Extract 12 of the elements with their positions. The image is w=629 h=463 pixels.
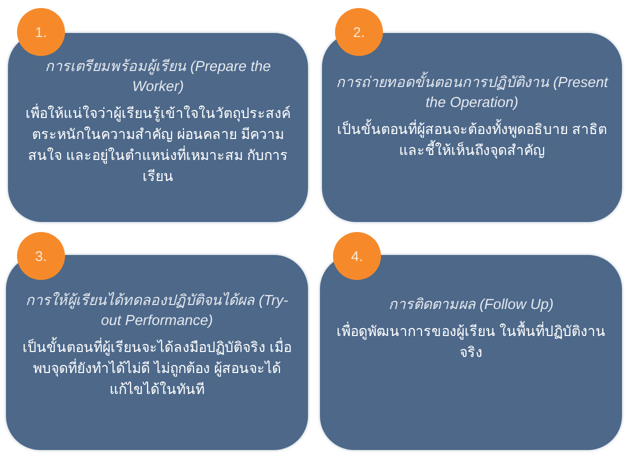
- step-heading: การเตรียมพร้อมผู้เรียน (Prepare the Worker): [44, 58, 272, 97]
- step-number-circle: 1.: [17, 8, 65, 56]
- step-description: เพื่อให้แน่ใจว่าผู้เรียนรู้เข้าใจในวัตถุประสงค์ ตระหนักในความสำคัญ ผ่อนคลาย มีความสนใจ และอยู่ในตำแหน่งที่เหมาะสม กับการเรียน: [24, 103, 292, 186]
- step-number-circle: 4.: [333, 232, 381, 280]
- step-description: เป็นขั้นตอนที่ผู้เรียนจะได้ลงมือปฏิบัติจริง เมื่อพบจุดที่ยังทำได้ไม่ดี ไม่ถูกต้อง ผู้สอนจะได้แก้ไขได้ในทันที: [22, 337, 292, 399]
- step-heading: การติดตามผล (Follow Up): [388, 296, 554, 315]
- step-heading: การถ่ายทอดขั้นตอนการปฏิบัติงาน (Present the Operation): [336, 73, 608, 113]
- step-heading: การให้ผู้เรียนได้ทดลองปฏิบัติจนได้ผล (Try-out Performance): [24, 291, 290, 331]
- step-description: เป็นขั้นตอนที่ผู้สอนจะต้องทั้งพูดอธิบาย สาธิต และชี้ให้เห็นถึงจุดสำคัญ: [336, 119, 608, 161]
- step-number-circle: 3.: [17, 232, 65, 280]
- step-number-circle: 2.: [335, 8, 383, 56]
- step-description: เพื่อดูพัฒนาการของผู้เรียน ในพื้นที่ปฏิบัติงานจริง: [336, 321, 606, 362]
